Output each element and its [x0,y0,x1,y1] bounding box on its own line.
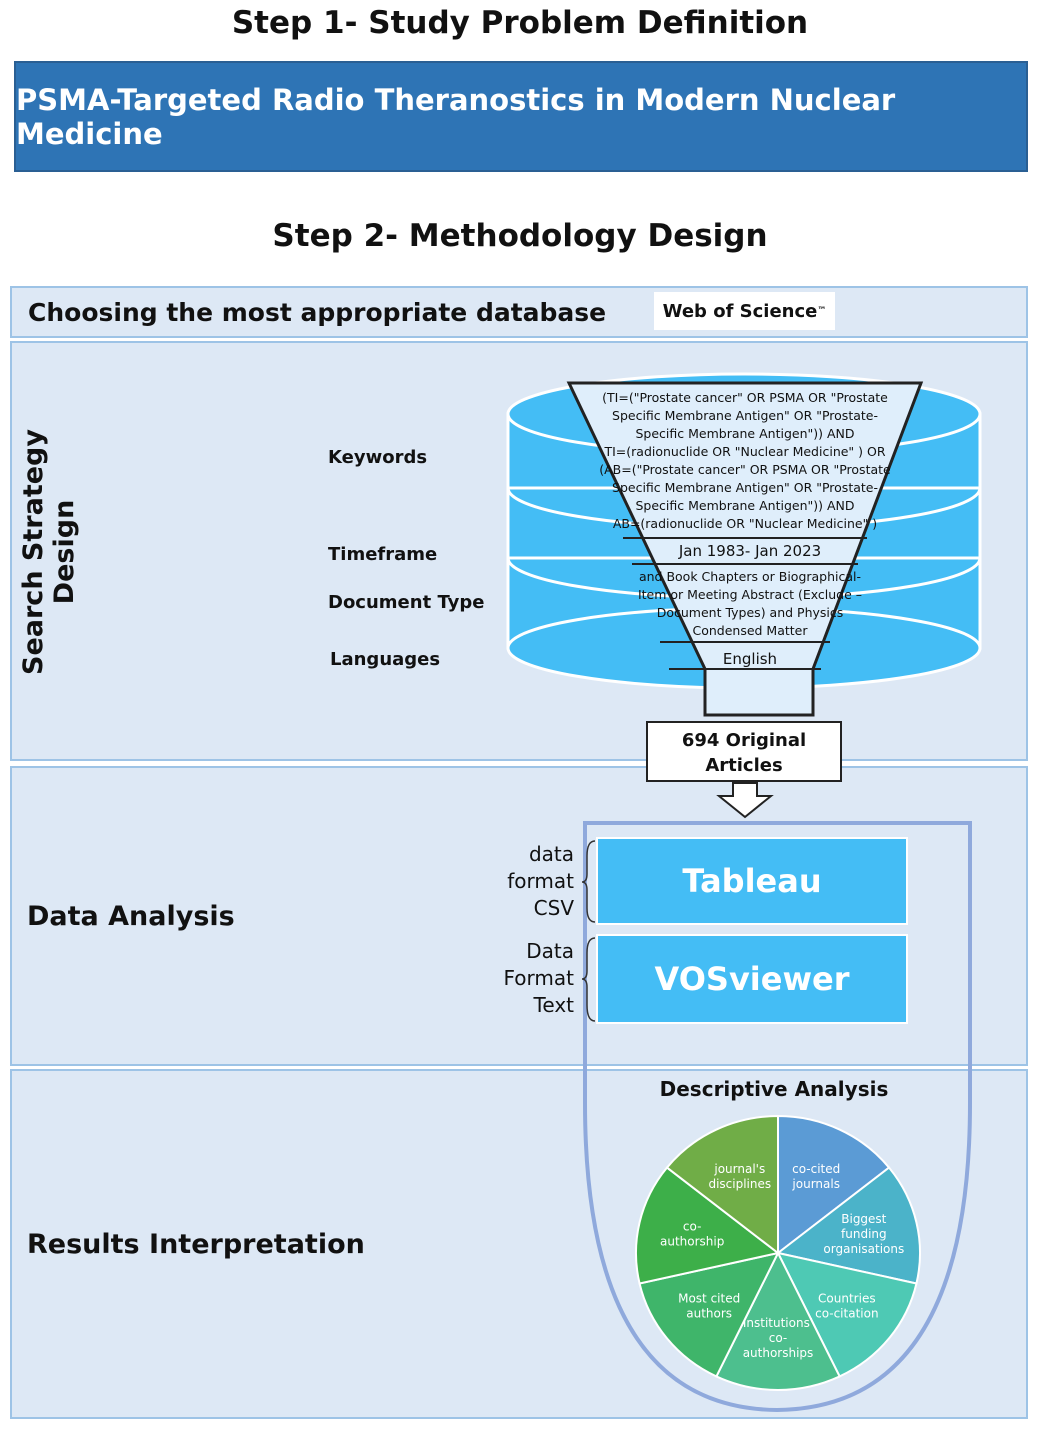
pie-label-line: organisations [823,1242,904,1256]
pie-slice [635,1166,781,1285]
languages-label: Languages [330,649,441,670]
database-label: Choosing the most appropriate database [28,298,607,327]
vosviewer-tool: VOSviewer [596,934,908,1024]
format-line: data [528,842,574,866]
descriptive-analysis-title: Descriptive Analysis [659,1077,889,1101]
result-count-box: 694 Original Articles [646,721,842,782]
tableau-format-label: data format CSV [474,841,574,922]
step2-title: Step 2- Methodology Design [272,218,768,254]
pie-label-line: authorship [660,1235,724,1249]
pie-label-line: co- [683,1220,702,1234]
keywords-line: Specific Membrane Antigen" OR "Prostate- [612,408,878,423]
format-brackets [581,840,596,1022]
pie-slice-label: co-authorship [660,1220,724,1249]
timeframe-value: Jan 1983- Jan 2023 [678,542,822,560]
brace-icon [581,937,596,1022]
keywords-line: (AB=("Prostate cancer" OR PSMA OR "Prost… [599,462,891,477]
result-count-line2: Articles [705,755,783,776]
format-line: Data [526,939,574,963]
timeframe-label: Timeframe [328,544,438,565]
doctype-label: Document Type [328,592,485,613]
pie-label-line: authorships [743,1346,814,1360]
pie-slice [777,1114,891,1256]
keywords-line: AB=(radionuclide OR "Nuclear Medicine" ) [612,516,878,531]
pie-slice [775,1166,921,1285]
tableau-tool: Tableau [596,837,908,925]
pie-label-line: Most cited [678,1291,740,1305]
pie-label-line: disciplines [708,1177,771,1191]
step1-title: Step 1- Study Problem Definition [231,5,809,41]
pie-label-line: co-cited [792,1162,840,1176]
pie-slice-label: Institutions'co-authorships [743,1316,814,1360]
format-line: Text [533,993,574,1017]
database-panel [10,286,1028,338]
pie-label-line: Countries [818,1291,876,1305]
pie-label-line: journal's [713,1162,765,1176]
languages-value: English [722,650,778,668]
format-line: CSV [533,896,574,920]
data-analysis-label: Data Analysis [27,901,235,932]
keywords-line: Specific Membrane Antigen")) AND [635,498,855,513]
pie-slice [715,1250,841,1391]
results-label: Results Interpretation [27,1229,365,1260]
keywords-label: Keywords [328,447,428,468]
pie-label-line: journals [791,1177,840,1191]
trademark-mark: ™ [817,306,827,316]
keywords-query: (TI=("Prostate cancer" OR PSMA OR "Prost… [585,389,905,533]
search-strategy-label: Search Strategy Design [18,429,80,675]
analysis-container-outline [583,821,972,1413]
database-name: Web of Science [662,300,818,322]
pie-slice [638,1251,780,1378]
brace-icon [581,840,596,923]
pie-label-line: Institutions' [743,1316,813,1330]
doctype-value: and Book Chapters or Biographical- Item … [610,568,890,640]
pie-slice [665,1114,779,1256]
pie-label-line: funding [841,1227,887,1241]
format-line: format [507,869,574,893]
vos-format-label: Data Format Text [474,938,574,1019]
keywords-line: Specific Membrane Antigen" OR "Prostate- [612,480,878,495]
doctype-line: Condensed Matter [692,623,808,638]
pie-label-line: co- [769,1331,788,1345]
pie-label-line: authors [686,1306,732,1320]
keywords-line: TI=(radionuclide OR "Nuclear Medicine" )… [604,444,886,459]
format-line: Format [503,966,574,990]
pie-slice [776,1251,918,1378]
result-count-line1: 694 Original [681,730,807,751]
keywords-line: (TI=("Prostate cancer" OR PSMA OR "Prost… [602,390,888,405]
pie-label-line: Biggest [841,1212,886,1226]
doctype-line: and Book Chapters or Biographical- [638,569,862,584]
study-problem-banner: PSMA-Targeted Radio Theranostics in Mode… [14,61,1028,172]
pie-label-line: co-citation [815,1306,878,1320]
doctype-line: Document Types) and Physics [656,605,844,620]
down-arrow-icon [716,782,774,819]
filter-funnel-icon [566,381,924,717]
doctype-line: Item or Meeting Abstract (Exclude – [637,587,863,602]
keywords-line: Specific Membrane Antigen")) AND [635,426,855,441]
